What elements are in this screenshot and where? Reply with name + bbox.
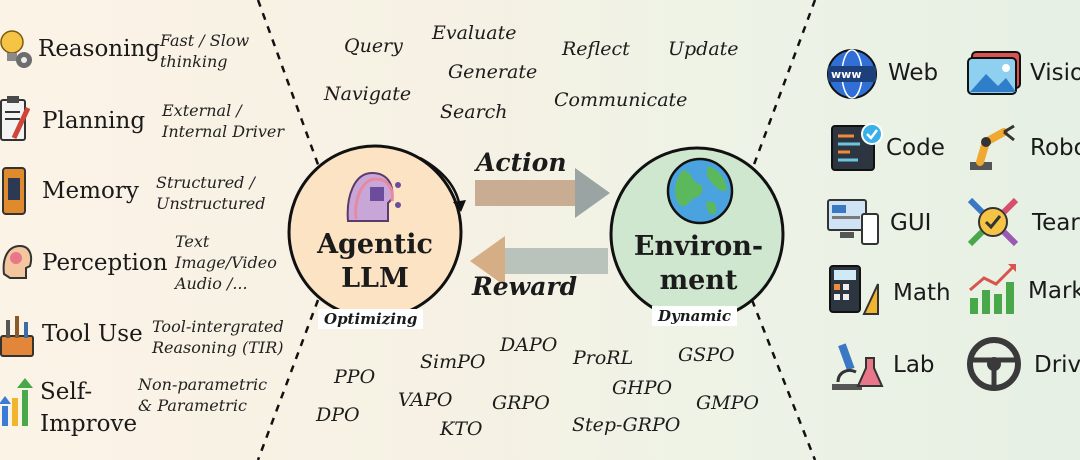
algo-grpo: GRPO: [492, 392, 550, 414]
algo-step-grpo: Step-GRPO: [572, 414, 681, 436]
steering-wheel-icon: [967, 337, 1021, 391]
algo-vapo: VAPO: [398, 389, 453, 411]
calculator-icon: [829, 265, 879, 315]
action-arrow-body: [475, 180, 580, 206]
capability-label-reasoning: Reasoning: [38, 36, 160, 62]
environment-title: Environ- ment: [633, 231, 764, 296]
capability-desc-planning: External / Internal Driver: [162, 101, 284, 141]
env-label-robot: Robo: [1030, 135, 1080, 161]
capability-label-self-improve: Self- Improve: [40, 379, 138, 437]
capability-desc-memory: Structured / Unstructured: [156, 173, 266, 213]
divider-right-bottom: [750, 299, 817, 460]
team-handshake-icon: [967, 197, 1019, 247]
ai-head-icon: [346, 171, 401, 222]
capability-label-planning: Planning: [42, 108, 146, 134]
env-label-drive: Driv: [1034, 352, 1080, 378]
env-label-code: Code: [886, 135, 945, 161]
algo-kto: KTO: [440, 418, 483, 440]
verb-query: Query: [344, 35, 403, 57]
gui-devices-icon: [827, 199, 879, 245]
capability-label-tool-use: Tool Use: [42, 321, 143, 347]
verb-generate: Generate: [448, 61, 538, 83]
env-label-market: Mark: [1028, 278, 1080, 304]
verb-evaluate: Evaluate: [432, 22, 517, 44]
growth-arrows-icon: [0, 378, 33, 426]
algo-dpo: DPO: [316, 404, 360, 426]
capability-desc-self-improve: Non-parametric & Parametric: [138, 375, 268, 415]
robot-arm-icon: [970, 124, 1015, 170]
divider-left-top: [256, 0, 322, 171]
lightbulb-gear-icon: [0, 30, 32, 68]
action-label: Action: [476, 148, 567, 177]
agent-environment-loop: [287, 144, 785, 322]
capability-label-perception: Perception: [42, 250, 168, 276]
divider-left-bottom: [256, 299, 320, 460]
microscope-icon: [832, 343, 884, 390]
clipboard-pencil-icon: [0, 96, 31, 141]
env-label-team: Tear: [1032, 210, 1080, 236]
agent-tag-optimizing: Optimizing: [318, 309, 424, 329]
capability-desc-tool-use: Tool-intergrated Reasoning (TIR): [152, 317, 284, 357]
verb-navigate: Navigate: [324, 83, 412, 105]
algo-ppo: PPO: [334, 366, 376, 388]
ram-chip-icon: [2, 167, 26, 215]
reward-arrow-body: [500, 248, 608, 274]
capability-desc-reasoning: Fast / Slow thinking: [160, 31, 250, 71]
verb-reflect: Reflect: [562, 38, 630, 60]
market-chart-icon: [969, 264, 1016, 314]
env-label-web: Web: [888, 60, 939, 86]
capability-desc-perception: Text Image/Video Audio /...: [175, 232, 277, 293]
env-label-vision: Visio: [1030, 60, 1080, 86]
algo-prorl: ProRL: [573, 347, 634, 369]
env-label-gui: GUI: [890, 210, 932, 236]
divider-right-top: [750, 0, 817, 171]
reward-arrow-head: [470, 236, 505, 286]
algo-ghpo: GHPO: [612, 377, 673, 399]
verb-update: Update: [668, 38, 739, 60]
capability-label-memory: Memory: [42, 178, 139, 204]
env-label-lab: Lab: [893, 352, 935, 378]
agent-title: Agentic LLM: [317, 229, 433, 294]
image-gallery-icon: [967, 51, 1021, 95]
head-brain-icon: [2, 244, 33, 279]
reward-label: Reward: [472, 272, 578, 301]
algo-gmpo: GMPO: [696, 392, 759, 414]
algo-gspo: GSPO: [678, 344, 735, 366]
env-label-math: Math: [893, 280, 951, 306]
verb-search: Search: [440, 101, 508, 123]
globe-www-icon: [827, 49, 877, 99]
toolbox-icon: [0, 316, 34, 357]
algo-dapo: DAPO: [500, 334, 558, 356]
code-editor-icon: [831, 123, 883, 171]
environment-tag-dynamic: Dynamic: [652, 306, 738, 326]
globe-icon: [666, 157, 734, 225]
action-arrow-head: [575, 168, 610, 218]
algo-simpo: SimPO: [420, 351, 486, 373]
verb-communicate: Communicate: [554, 89, 688, 111]
